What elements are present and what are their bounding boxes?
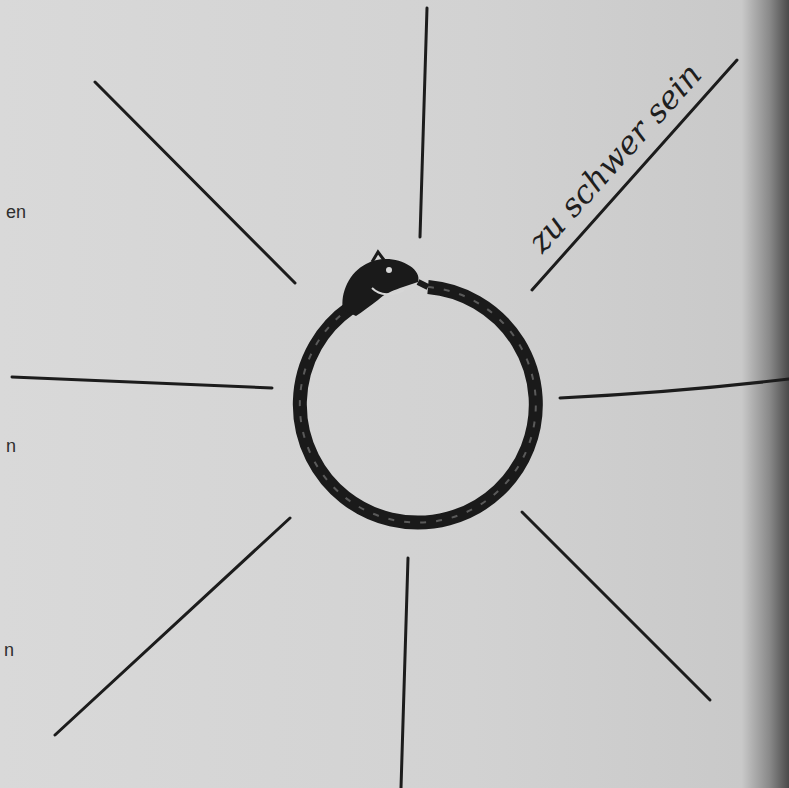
margin-text-fragment: n: [4, 640, 14, 661]
snake-head: [342, 259, 418, 316]
handwritten-note: zu schwer sein: [521, 56, 709, 259]
ray-line: [420, 8, 427, 237]
ray-line: [532, 60, 737, 290]
margin-text-fragment: n: [6, 436, 16, 457]
ray-line: [55, 518, 290, 735]
ray-line: [522, 512, 710, 700]
snake-bite: [418, 282, 428, 287]
snake-crest: [372, 252, 384, 262]
ray-line: [401, 558, 408, 788]
snake-figure: [300, 252, 536, 523]
ray-line: [12, 377, 272, 388]
ray-lines: [12, 8, 789, 788]
snake-eye: [386, 267, 392, 273]
snake-body: [300, 287, 536, 523]
ray-line: [560, 379, 789, 398]
ray-line: [95, 82, 295, 283]
margin-text-fragment: en: [6, 202, 26, 223]
snake-pattern: [300, 287, 536, 523]
snake-mouth: [372, 288, 404, 294]
